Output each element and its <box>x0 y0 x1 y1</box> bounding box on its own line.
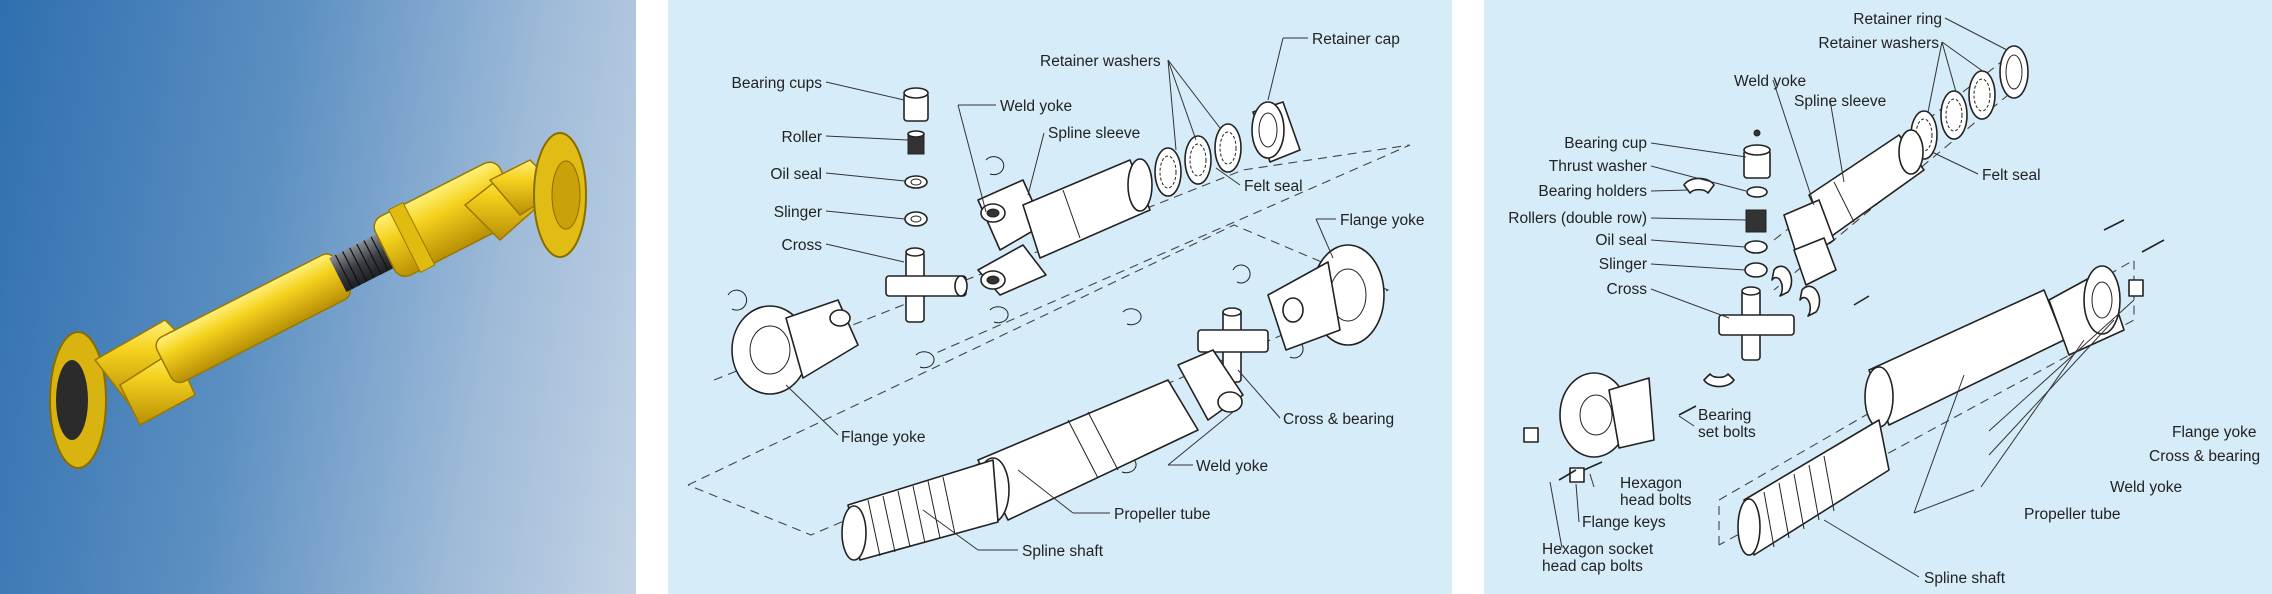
label-bearing-holders: Bearing holders <box>1538 183 1647 200</box>
cross-part-b <box>1718 286 1795 361</box>
label-flange-yoke-b: Flange yoke <box>2172 424 2256 441</box>
bearing-holder-part <box>1683 177 1715 194</box>
flange-yoke-left-part <box>731 299 859 395</box>
label-weld-yoke-bottom-b: Weld yoke <box>2110 479 2182 496</box>
label-bearing-cup: Bearing cup <box>1564 135 1647 152</box>
felt-seal-part <box>1214 123 1242 173</box>
main-tube <box>155 161 522 384</box>
label-slinger: Slinger <box>774 204 822 221</box>
label-flange-keys: Flange keys <box>1582 514 1666 531</box>
label-felt-seal: Felt seal <box>1244 178 1303 195</box>
retainer-cap-part <box>1251 101 1301 163</box>
label-cross-bearing-b: Cross & bearing <box>2149 448 2260 465</box>
bearing-cup-part-b <box>1743 129 1771 179</box>
retainer-washer-b2 <box>1940 90 1968 140</box>
slinger-part-b <box>1744 262 1768 278</box>
weld-yoke-top-part-b <box>1783 199 1837 286</box>
label-cross: Cross <box>782 237 823 254</box>
flange-key-part <box>1523 427 1539 443</box>
oil-seal-part-b <box>1744 240 1768 254</box>
spline-section <box>329 233 396 293</box>
label-weld-yoke-top-b: Weld yoke <box>1734 73 1806 90</box>
retainer-washer-b1 <box>1968 70 1996 120</box>
label-spline-sleeve: Spline sleeve <box>1048 125 1140 142</box>
label-spline-shaft-b: Spline shaft <box>1924 570 2006 587</box>
cross-bearing-part-a <box>1197 307 1269 383</box>
label-retainer-washers-b: Retainer washers <box>1818 35 1939 52</box>
label-cross-bearing: Cross & bearing <box>1283 411 1394 428</box>
label-spline-sleeve-b: Spline sleeve <box>1794 93 1886 110</box>
label-bearing-cups: Bearing cups <box>732 75 823 92</box>
label-bearing-set-bolts-2: set bolts <box>1698 424 1756 441</box>
weld-yoke-top-part <box>977 179 1047 296</box>
label-bearing-set-bolts-1: Bearing <box>1698 407 1751 424</box>
propeller-tube-part-b <box>1864 219 2165 428</box>
snap-ring <box>727 289 748 311</box>
retainer-washer-2 <box>1184 135 1212 185</box>
label-hexagon-head-bolts-1: Hexagon <box>1620 475 1682 492</box>
retainer-washer-1 <box>1154 147 1182 197</box>
label-cross-b: Cross <box>1607 281 1648 298</box>
label-retainer-washers: Retainer washers <box>1040 53 1161 70</box>
slinger-part <box>904 211 928 227</box>
label-retainer-cap: Retainer cap <box>1312 31 1400 48</box>
label-oil-seal-b: Oil seal <box>1595 232 1647 249</box>
label-weld-yoke-bottom: Weld yoke <box>1196 458 1268 475</box>
label-retainer-ring: Retainer ring <box>1853 11 1942 28</box>
spline-shaft-part-b <box>1737 419 1890 556</box>
label-rollers-double-row: Rollers (double row) <box>1508 210 1647 227</box>
bearing-set-bolt <box>1678 405 1697 416</box>
exploded-diagram-a: Bearing cups Roller Oil seal Slinger Cro… <box>668 0 1452 594</box>
label-roller: Roller <box>782 129 822 146</box>
thrust-washer-part <box>1746 186 1768 198</box>
oil-seal-part <box>904 175 928 189</box>
diagram-a-drawing: Bearing cups Roller Oil seal Slinger Cro… <box>687 31 1424 561</box>
label-propeller-tube-b: Propeller tube <box>2024 506 2121 523</box>
exploded-diagram-b: Retainer ring Retainer washers Weld yoke… <box>1484 0 2272 594</box>
cross-part-a <box>885 247 968 323</box>
spline-sleeve-part <box>1022 158 1153 259</box>
label-hexagon-head-bolts-2: head bolts <box>1620 492 1692 509</box>
label-spline-shaft: Spline shaft <box>1022 543 1104 560</box>
label-thrust-washer: Thrust washer <box>1549 158 1647 175</box>
label-felt-seal-b: Felt seal <box>1982 167 2041 184</box>
label-propeller-tube: Propeller tube <box>1114 506 1211 523</box>
flange-yoke-left-part-b <box>1559 372 1655 458</box>
retainer-ring-part <box>1999 45 2029 99</box>
diagram-b-drawing: Retainer ring Retainer washers Weld yoke… <box>1508 11 2260 587</box>
label-weld-yoke-top: Weld yoke <box>1000 98 1072 115</box>
rollers-part <box>1745 209 1767 233</box>
bearing-cup-part <box>903 87 929 122</box>
roller-part <box>907 130 925 155</box>
label-hexagon-socket-2: head cap bolts <box>1542 558 1643 575</box>
flange-yoke-right-part <box>1267 244 1385 351</box>
label-hexagon-socket-1: Hexagon socket <box>1542 541 1654 558</box>
label-flange-yoke-right: Flange yoke <box>1340 212 1424 229</box>
label-flange-yoke-left: Flange yoke <box>841 429 925 446</box>
label-slinger-b: Slinger <box>1599 256 1647 273</box>
product-photo-panel <box>0 0 636 594</box>
label-oil-seal: Oil seal <box>770 166 822 183</box>
spline-shaft-part-a <box>841 459 999 561</box>
cardan-shaft-photo <box>49 132 587 469</box>
